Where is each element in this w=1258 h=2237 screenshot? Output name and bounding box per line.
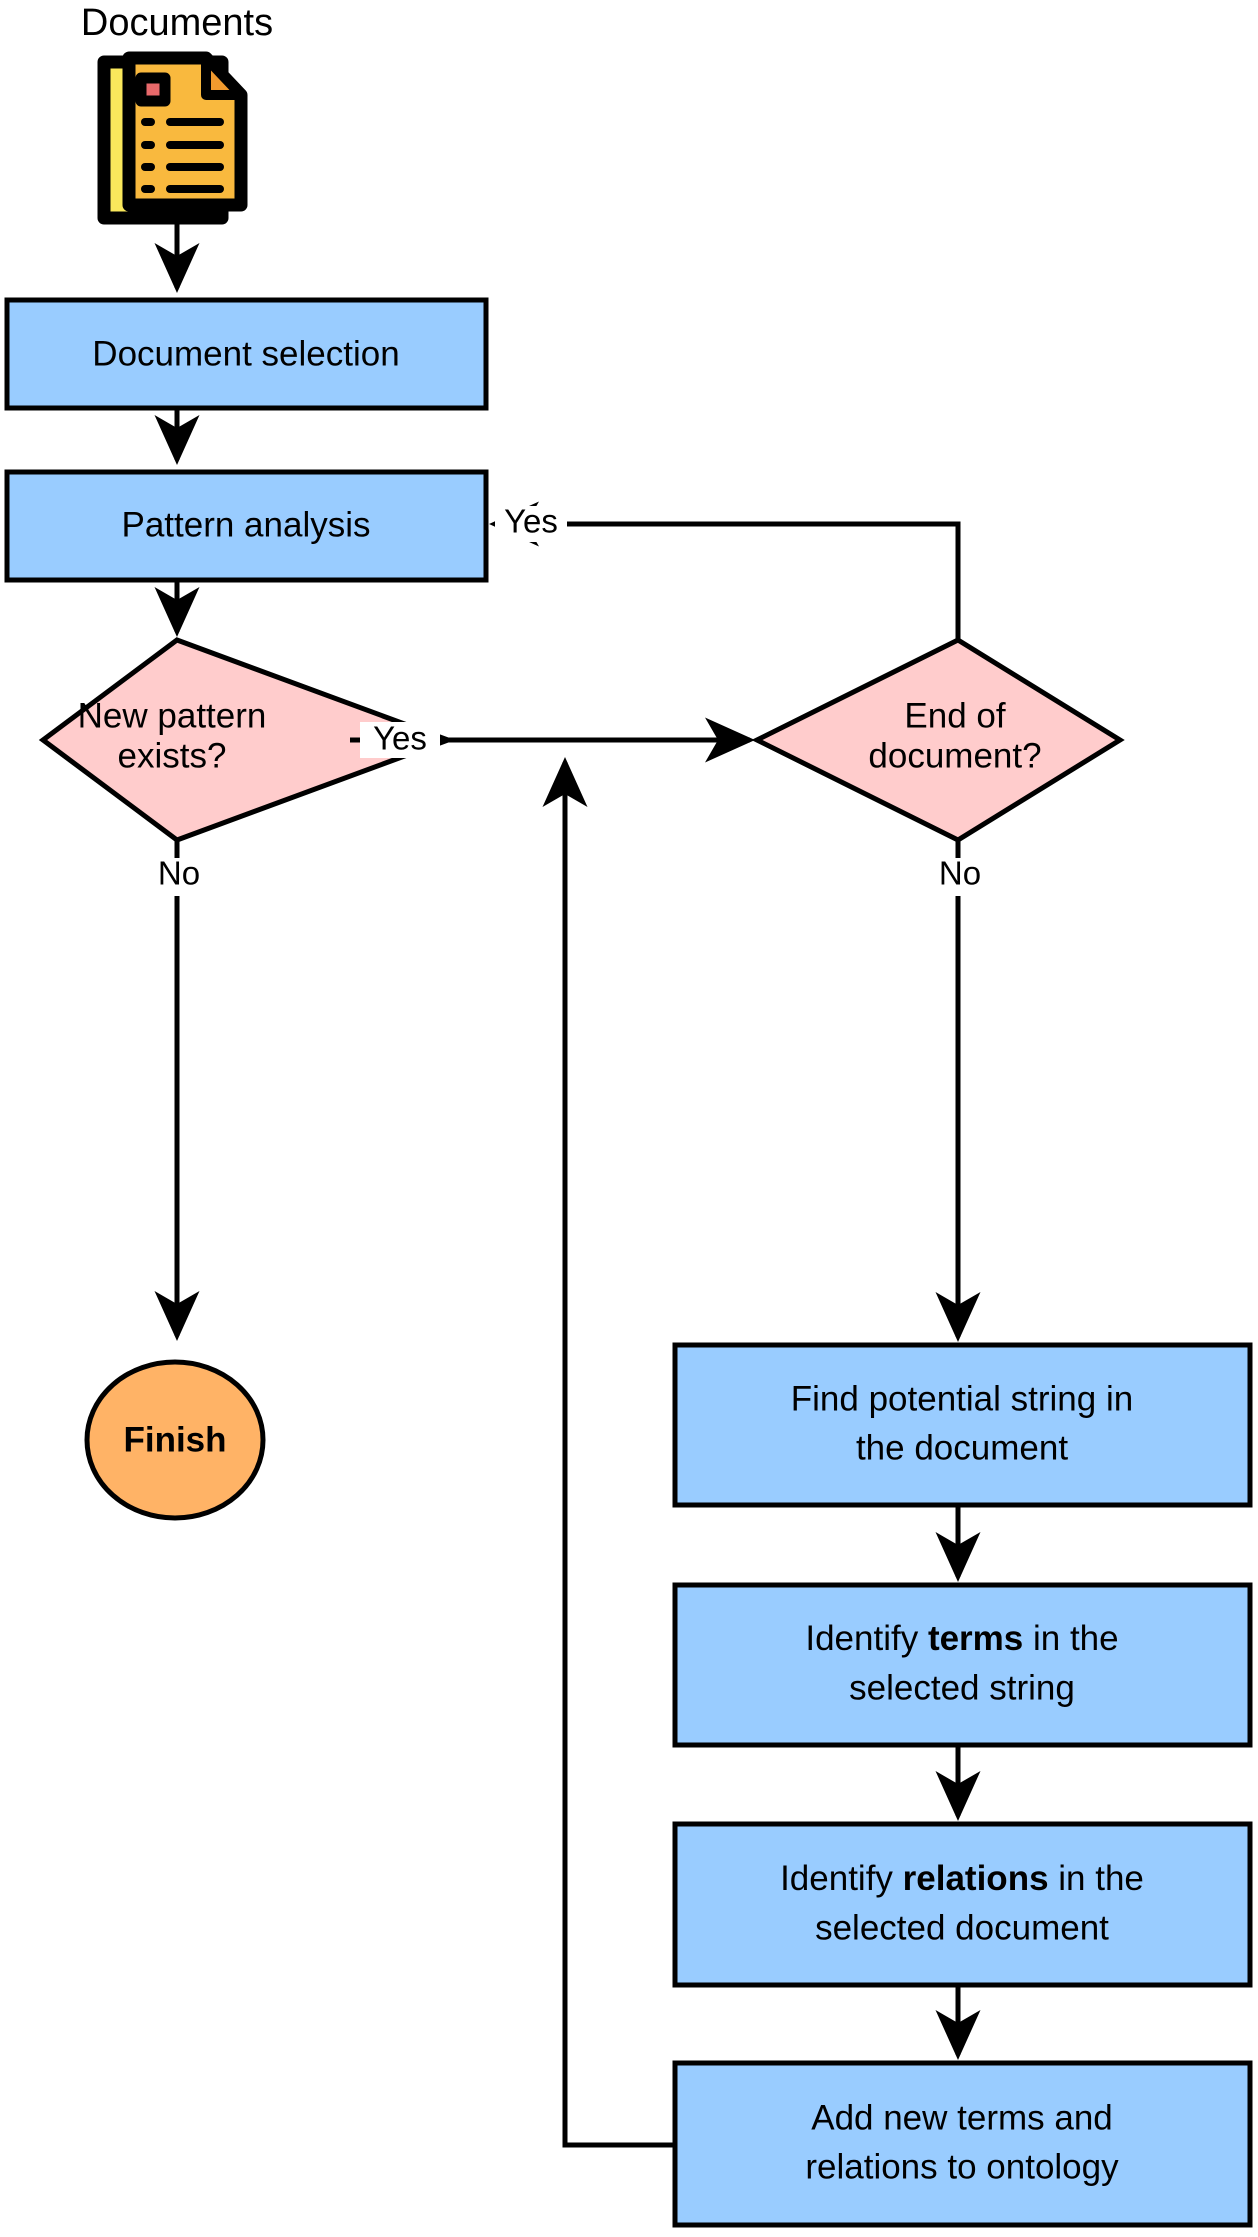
add-to-ontology-label-line1: Add new terms and [811, 2098, 1113, 2137]
document-text-lines [141, 118, 224, 193]
identify-relations-box[interactable] [672, 1821, 1253, 1988]
node-identify-terms[interactable]: Identify terms in the selected string [672, 1582, 1253, 1748]
find-potential-string-label-line1: Find potential string in [791, 1379, 1133, 1418]
finish-label: Finish [123, 1420, 226, 1459]
identify-terms-box[interactable] [672, 1582, 1253, 1748]
edge-label-new-pattern-yes: Yes [373, 720, 427, 757]
node-add-to-ontology[interactable]: Add new terms and relations to ontology [672, 2060, 1253, 2228]
identify-relations-label-part-a: Identify [780, 1859, 903, 1898]
new-pattern-label-line2: exists? [118, 736, 227, 775]
identify-terms-label-part-b: terms [928, 1619, 1023, 1658]
identify-terms-label-line1: Identify terms in the [805, 1619, 1118, 1658]
yes-label-backdrop-1 [360, 722, 440, 758]
no-label-backdrop-1 [148, 858, 210, 898]
document-selection-box[interactable] [4, 297, 489, 411]
finish-ellipse[interactable] [84, 1359, 266, 1521]
find-potential-string-label-line2: the document [856, 1428, 1068, 1467]
new-pattern-label-line1: New pattern [78, 696, 267, 735]
identify-relations-label-line2: selected document [815, 1908, 1109, 1947]
identify-relations-label-part-b: relations [903, 1859, 1049, 1898]
pattern-analysis-label: Pattern analysis [121, 505, 370, 544]
find-potential-string-box[interactable] [672, 1342, 1253, 1508]
node-pattern-analysis[interactable]: Pattern analysis [4, 469, 489, 583]
identify-terms-label-part-a: Identify [805, 1619, 928, 1658]
identify-terms-label-part-c: in the [1023, 1619, 1118, 1658]
end-of-document-label-line1: End of [904, 696, 1005, 735]
identify-relations-label-part-c: in the [1049, 1859, 1144, 1898]
edge-end-of-document-yes-path [500, 521, 961, 640]
add-to-ontology-box[interactable] [672, 2060, 1253, 2228]
node-document-selection[interactable]: Document selection [4, 297, 489, 411]
add-to-ontology-label-line2: relations to ontology [805, 2147, 1119, 2186]
node-identify-relations[interactable]: Identify relations in the selected docum… [672, 1821, 1253, 1988]
document-red-square-icon [135, 72, 171, 107]
edge-add-ontology-loop-back-path [562, 790, 675, 2148]
document-selection-label: Document selection [92, 334, 399, 373]
identify-relations-label-line1: Identify relations in the [780, 1859, 1144, 1898]
edge-label-end-of-document-yes: Yes [504, 503, 558, 540]
pattern-analysis-box[interactable] [4, 469, 489, 583]
no-label-backdrop-2 [929, 858, 991, 898]
node-end-of-document[interactable]: End of document? [751, 637, 1125, 843]
document-fold-corner [201, 53, 246, 100]
yes-label-backdrop-2b [495, 506, 567, 542]
edge-label-new-pattern-no: No [158, 855, 200, 892]
node-finish[interactable]: Finish [84, 1359, 266, 1521]
edge-label-end-of-document-no: No [939, 855, 981, 892]
end-of-document-label-line2: document? [868, 736, 1041, 775]
identify-terms-label-line2: selected string [849, 1668, 1075, 1707]
node-find-potential-string[interactable]: Find potential string in the document [672, 1342, 1253, 1508]
documents-title: Documents [81, 2, 273, 44]
documents-icon [97, 51, 248, 225]
